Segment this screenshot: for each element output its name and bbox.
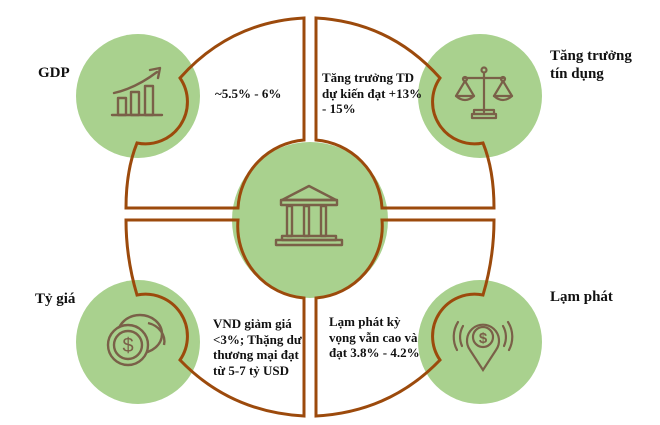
growth-chart-icon xyxy=(110,66,164,117)
balance-scale-icon xyxy=(454,66,514,120)
credit-title-line: Tăng trưởng xyxy=(550,48,632,64)
inflation-value-line: đạt 3.8% - 4.2% xyxy=(329,345,420,360)
credit-value-line: - 15% xyxy=(322,101,356,116)
fx-value-line: thương mại đạt xyxy=(213,347,299,362)
credit-value: Tăng trưởng TD dự kiến đạt +13% - 15% xyxy=(322,70,422,117)
dollar-coins-icon: $ xyxy=(106,313,166,367)
dollar-location-pin-icon: $ xyxy=(452,320,514,373)
fx-value-line: từ 5-7 tỷ USD xyxy=(213,362,290,378)
svg-text:$: $ xyxy=(122,335,133,357)
quadrant-gdp xyxy=(124,16,306,210)
credit-title: Tăng trưởng tín dụng xyxy=(550,47,632,83)
quadrant-fx xyxy=(124,218,306,418)
credit-value-line: Tăng trưởng TD xyxy=(322,70,415,85)
svg-text:$: $ xyxy=(479,330,488,347)
fx-value: VND giảm giá <3%; Thặng dư thương mại đạ… xyxy=(213,316,302,378)
inflation-value-line: Lạm phát kỳ xyxy=(329,314,401,329)
inflation-circle xyxy=(418,280,542,404)
credit-value-line: dự kiến đạt +13% xyxy=(322,85,423,101)
gdp-value: ~5.5% - 6% xyxy=(215,86,282,101)
fx-value-line: VND giảm giá xyxy=(213,316,292,331)
inflation-title: Lạm phát xyxy=(550,289,613,305)
gdp-title: GDP xyxy=(38,65,70,81)
quadrant-credit xyxy=(314,16,496,210)
fx-title: Tỷ giá xyxy=(35,291,76,307)
credit-title-line: tín dụng xyxy=(550,66,604,82)
quadrant-inflation xyxy=(314,218,496,418)
bank-building-icon xyxy=(274,184,344,247)
credit-circle xyxy=(418,34,542,158)
inflation-value-line: vọng vẫn cao và xyxy=(329,329,418,345)
fx-value-line: <3%; Thặng dư xyxy=(213,331,302,347)
inflation-value: Lạm phát kỳ vọng vẫn cao và đạt 3.8% - 4… xyxy=(329,314,420,361)
